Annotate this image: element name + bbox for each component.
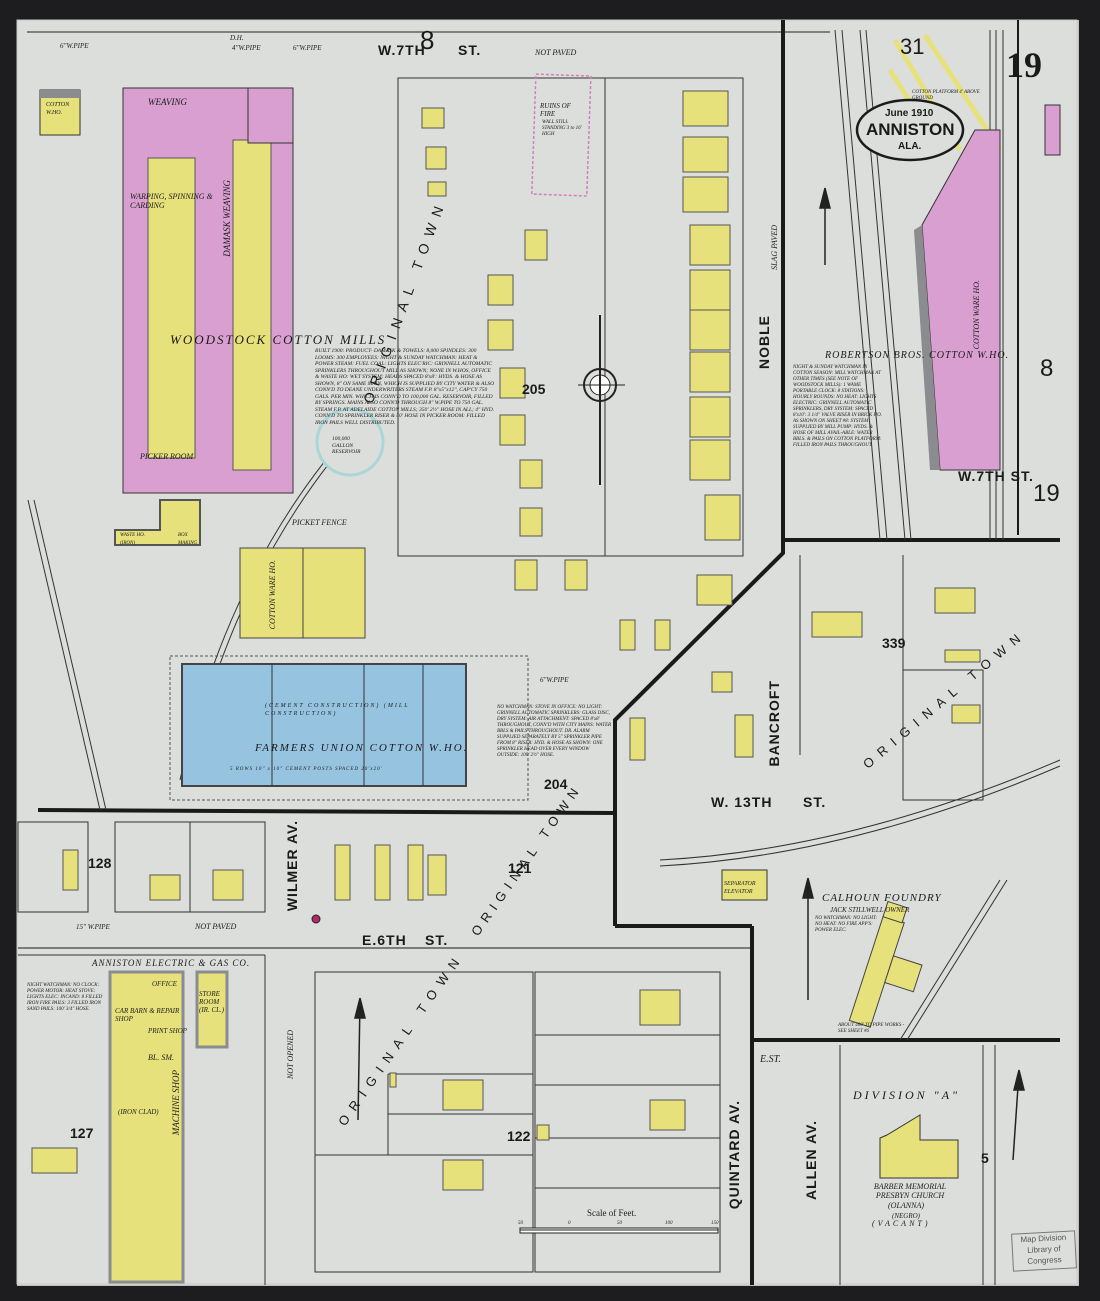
block-339: 339 — [882, 635, 906, 651]
street-allen: ALLEN AV. — [803, 1120, 819, 1201]
stamp-line-2: Library of Congress — [1027, 1244, 1062, 1266]
room-picker: PICKER ROOM — [140, 452, 194, 461]
street-e6th: E.6TH — [362, 932, 407, 948]
street-e6th-suffix: ST. — [425, 932, 449, 948]
woodstock-notes: BUILT 1900: PRODUCT- DAMASK & TOWELS: 8,… — [315, 348, 495, 426]
not-paved-e6th: NOT PAVED — [195, 922, 237, 931]
not-paved-w7th: NOT PAVED — [535, 48, 577, 57]
farmers-notes: NO WATCHMAN: STOVE IN OFFICE: NO LIGHT: … — [497, 705, 612, 758]
scale-tick-50l: 50 — [518, 1221, 523, 1226]
adjoining-sheet-5: 5 — [981, 1150, 989, 1166]
dh-label: D.H. — [230, 34, 244, 42]
robertson-notes: NIGHT & SUNDAY WATCHMAN IN COTTON SEASON… — [793, 365, 882, 448]
library-of-congress-stamp: Map Division Library of Congress — [1011, 1230, 1077, 1272]
cartouche-date: June 1910 — [885, 108, 934, 119]
block-127: 127 — [70, 1125, 94, 1141]
church-note: (NEGRO) — [892, 1212, 920, 1220]
street-w7th-right: W.7TH ST. — [958, 468, 1034, 484]
scale-tick-150: 150 — [711, 1221, 719, 1226]
sheet-number: 19 — [1006, 45, 1042, 85]
farmers-name: FARMERS UNION COTTON W.HO. — [255, 742, 469, 754]
pipe-label-1: 6"W.PIPE — [60, 42, 89, 50]
adjoining-sheet-19-right: 19 — [1033, 480, 1060, 507]
room-car-barn: CAR BARN & REPAIR SHOP — [115, 1007, 180, 1023]
block-121: 121 — [508, 860, 532, 876]
scale-tick-100: 100 — [665, 1221, 673, 1226]
robertson-wing: COTTON WARE HO. — [972, 280, 981, 350]
cotton-wh-small: COTTON W.HO. — [46, 102, 70, 116]
street-quintard: QUINTARD AV. — [726, 1100, 742, 1210]
street-w7th-top: W.7TH — [378, 42, 426, 58]
ruins-title: RUINS OF FIRE — [540, 102, 571, 118]
not-opened: NOT OPENED — [286, 1030, 295, 1079]
district-division-a: DIVISION "A" — [853, 1088, 961, 1102]
room-weaving: WEAVING — [148, 97, 188, 107]
box-making: BOX MAKING — [178, 533, 198, 546]
calhoun-name: CALHOUN FOUNDRY — [822, 892, 942, 904]
picket-fence: PICKET FENCE — [292, 518, 347, 527]
pipe-label-5: 6"W.PIPE — [540, 676, 569, 684]
pipe-label-3: 6"W.PIPE — [293, 44, 322, 52]
reservoir-label: 100,000 GALLON RESERVOIR — [332, 436, 361, 455]
waste-ho: WASTE HO. (IRON) — [120, 533, 145, 546]
room-office: OFFICE — [152, 980, 177, 988]
cartouche-state: ALA. — [898, 141, 922, 152]
block-122: 122 — [507, 1128, 531, 1144]
slag-paved: SLAG PAVED — [770, 225, 779, 271]
room-warping: WARPING, SPINNING & CARDING — [130, 192, 213, 210]
room-iron-clad: (IRON CLAD) — [118, 1108, 159, 1116]
adjoining-sheet-8-top: 8 — [420, 25, 435, 55]
robertson-platform: COTTON PLATFORM 4' ABOVE GROUND — [912, 90, 980, 101]
cartouche-city: ANNISTON — [866, 120, 955, 139]
scale-title: Scale of Feet. — [587, 1208, 637, 1218]
calhoun-pipe-note: ABOUT 400' TO PIPE WORKS - SEE SHEET #6 — [838, 1023, 905, 1034]
farmers-construction: (CEMENT CONSTRUCTION) (MILL CONSTRUCTION… — [265, 703, 410, 717]
street-wilmer: WILMER AV. — [284, 820, 300, 912]
woodstock-name: WOODSTOCK COTTON MILLS — [170, 332, 387, 347]
church-status: (VACANT) — [872, 1219, 931, 1228]
room-bl-sm: BL. SM. — [148, 1053, 174, 1062]
farmers-posts: 5 ROWS 10" x 10" CEMENT POSTS SPACED 20'… — [230, 767, 383, 772]
scale-tick-50: 50 — [617, 1221, 622, 1226]
store-room: STORE ROOM (IR. CL.) — [199, 990, 225, 1014]
street-w13th-suffix: ST. — [803, 794, 827, 810]
anniston-electric-name: ANNISTON ELECTRIC & GAS CO. — [92, 958, 251, 968]
street-w7th-top-suffix: ST. — [458, 42, 482, 58]
ruins-note: WALL STILL STANDING 3 to 16' HIGH — [542, 120, 582, 137]
street-noble: NOBLE — [756, 315, 772, 369]
adjoining-sheet-8-right: 8 — [1040, 355, 1054, 382]
church-name: BARBER MEMORIAL PRESBYN CHURCH — [873, 1182, 947, 1200]
robertson-name: ROBERTSON BROS. COTTON W.HO. — [825, 350, 1010, 361]
street-bancroft: BANCROFT — [766, 680, 782, 767]
pipe-label-4: 15" W.PIPE — [76, 923, 110, 931]
cotton-ware-ho-mid: COTTON WARE HO. — [268, 560, 277, 630]
block-128: 128 — [88, 855, 112, 871]
calhoun-notes: NO WATCHMAN: NO LIGHT: NO HEAT: NO FIRE … — [815, 916, 878, 933]
block-204: 204 — [544, 776, 568, 792]
scale-tick-0: 0 — [568, 1221, 571, 1226]
church-alt: (OLANNA) — [888, 1201, 924, 1210]
calhoun-owner: JACK STILLWELL OWNER — [830, 906, 910, 914]
room-print-shop: PRINT SHOP — [148, 1027, 187, 1035]
elevator-label: SEPARATOR ELEVATOR — [724, 881, 756, 895]
anniston-electric-notes: NIGHT WATCHMAN: NO CLOCK: POWER MOTOR: H… — [27, 983, 103, 1012]
street-e-st: E.ST. — [760, 1054, 781, 1065]
pipe-label-2: 4"W.PIPE — [232, 44, 261, 52]
block-205: 205 — [522, 381, 546, 397]
room-machine-shop: MACHINE SHOP — [171, 1070, 181, 1136]
street-w13th: W. 13TH — [711, 794, 773, 810]
adjoining-sheet-31: 31 — [900, 34, 925, 59]
room-damask: DAMASK WEAVING — [222, 180, 232, 257]
